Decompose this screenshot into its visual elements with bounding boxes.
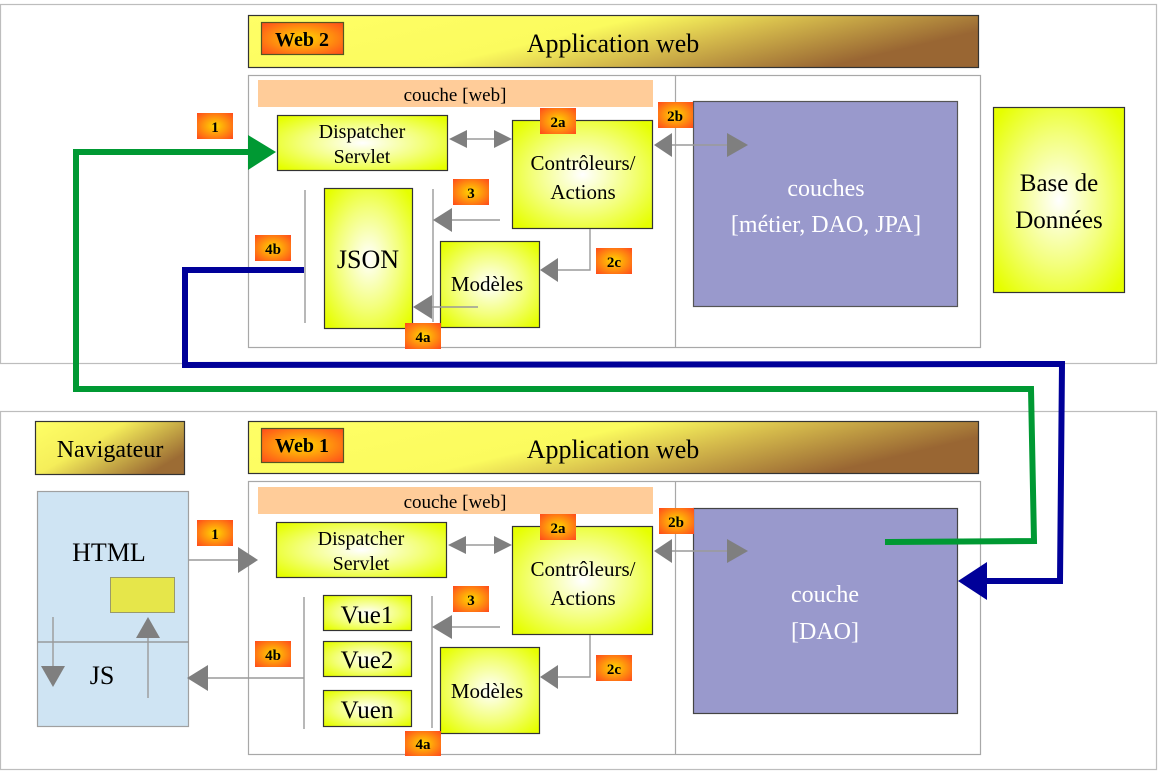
svg-text:2c: 2c (607, 255, 622, 271)
web2-web-layer-label: couche [web] (404, 85, 507, 106)
svg-text:[DAO]: [DAO] (791, 619, 859, 645)
svg-text:Servlet: Servlet (334, 146, 391, 168)
step-badge-2a (540, 514, 576, 540)
browser-title: Navigateur (34, 420, 186, 476)
step-badge-4a (405, 731, 441, 756)
svg-text:Servlet: Servlet (333, 553, 390, 575)
step-badge-2b (659, 508, 694, 534)
web1-step-badges: 1 2a 2b 2c 3 4a 4b (197, 508, 694, 756)
svg-text:Contrôleurs/: Contrôleurs/ (531, 557, 636, 581)
svg-text:2c: 2c (607, 662, 622, 678)
svg-text:Actions: Actions (550, 586, 615, 610)
web2-dispatcher-servlet: Dispatcher Servlet (276, 114, 449, 172)
step-badge-4b (255, 235, 291, 261)
view-1 (322, 594, 413, 632)
step-badge-4a (405, 323, 441, 349)
web1-web-layer-label: couche [web] (404, 492, 507, 513)
svg-text:couches: couches (787, 176, 864, 202)
web2-json: JSON (323, 187, 414, 330)
svg-text:4a: 4a (416, 330, 432, 346)
svg-text:Contrôleurs/: Contrôleurs/ (531, 151, 636, 175)
web2-title-bar: Web 2 Application web (247, 14, 980, 69)
web1-dispatcher-servlet: Dispatcher Servlet (275, 521, 448, 579)
svg-text:Modèles: Modèles (451, 679, 523, 703)
web2-version-badge (260, 21, 345, 56)
svg-text:2b: 2b (667, 109, 683, 125)
web1-internal-arrows (187, 536, 748, 729)
browser-js-label: JS (90, 661, 115, 690)
web2-controllers: Contrôleurs/ Actions (511, 119, 654, 230)
svg-text:Base de: Base de (1020, 170, 1098, 197)
svg-text:2a: 2a (551, 521, 567, 537)
svg-text:Vue1: Vue1 (341, 602, 394, 629)
step-badge-1 (197, 520, 233, 546)
web1-views: Vue1 Vue2 Vuen (322, 594, 413, 728)
svg-text:JSON: JSON (337, 245, 399, 274)
svg-text:4b: 4b (265, 242, 281, 258)
web2-models: Modèles (439, 240, 541, 329)
web1-version-label: Web 1 (275, 435, 329, 457)
svg-text:Modèles: Modèles (451, 272, 523, 296)
step-badge-2a (540, 108, 576, 134)
svg-text:Vue2: Vue2 (341, 647, 394, 674)
web2-business-layers: couches [métier, DAO, JPA] (692, 100, 959, 308)
web1-models: Modèles (439, 646, 541, 735)
step-badge-2b (658, 102, 693, 128)
svg-text:4b: 4b (265, 648, 281, 664)
request-flow-arrow (73, 135, 1038, 545)
step-badge-1 (197, 113, 233, 139)
web2-internal-arrows (304, 130, 748, 323)
view-2 (322, 640, 413, 678)
svg-text:4a: 4a (416, 737, 432, 753)
svg-text:1: 1 (211, 120, 219, 136)
web2-panel: Web 2 Application web couche [web] Dispa… (0, 3, 1158, 365)
svg-text:Actions: Actions (550, 180, 615, 204)
web1-panel: Navigateur HTML JS Web 1 Application web (0, 410, 1158, 771)
web1-title: Application web (527, 435, 700, 464)
view-n (322, 689, 413, 728)
svg-text:3: 3 (467, 593, 475, 609)
svg-text:Navigateur: Navigateur (57, 437, 164, 463)
web2-step-badges: 1 2a 2b 2c 3 4a 4b (197, 102, 693, 349)
svg-text:Dispatcher: Dispatcher (318, 528, 405, 550)
svg-text:Vuen: Vuen (341, 697, 394, 724)
step-badge-4b (255, 641, 291, 667)
browser-html-label: HTML (72, 538, 146, 567)
step-badge-3 (453, 179, 489, 205)
svg-text:Données: Données (1015, 207, 1102, 234)
web2-title: Application web (527, 29, 700, 58)
svg-text:[métier, DAO, JPA]: [métier, DAO, JPA] (731, 212, 921, 238)
response-flow-arrow (182, 267, 1066, 600)
web1-controllers: Contrôleurs/ Actions (511, 525, 654, 636)
step-badge-2c (596, 655, 632, 681)
svg-text:1: 1 (211, 527, 219, 543)
svg-text:Dispatcher: Dispatcher (319, 121, 406, 143)
step-badge-2c (596, 248, 632, 274)
browser-box: HTML JS (36, 490, 190, 728)
web2-version-label: Web 2 (275, 29, 329, 51)
web1-web-layer-band (258, 487, 653, 514)
svg-text:couche: couche (791, 582, 859, 608)
html-element-icon (110, 577, 175, 613)
database: Base de Données (992, 106, 1126, 294)
web1-version-badge (260, 427, 345, 464)
step-badge-3 (453, 586, 489, 612)
svg-text:2b: 2b (668, 515, 684, 531)
svg-text:2a: 2a (551, 115, 567, 131)
svg-text:3: 3 (467, 186, 475, 202)
web2-web-layer-band (258, 80, 653, 107)
web1-title-bar: Web 1 Application web (247, 420, 980, 475)
